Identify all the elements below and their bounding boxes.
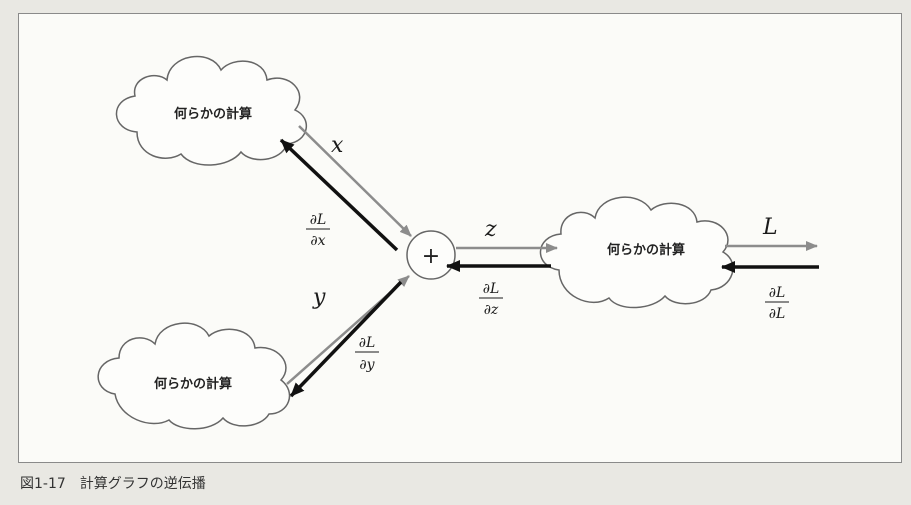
add-node-circle — [406, 230, 456, 280]
figure-caption: 図1-17 計算グラフの逆伝播 — [20, 473, 206, 493]
label-L: L — [762, 215, 778, 240]
cloud-bottom-left-label: 何らかの計算 — [154, 376, 232, 392]
cloud-top-left: 何らかの計算 — [115, 55, 308, 166]
add-node-symbol: + — [422, 244, 440, 269]
forward-arrow-x — [298, 125, 412, 237]
computational-graph-diagram: 何らかの計算 何らかの計算 何らかの計算 + x y z L — [97, 55, 819, 430]
cloud-shape — [539, 196, 734, 309]
cloud-shape — [115, 55, 308, 166]
fraction-numerator: ∂L — [359, 335, 376, 351]
fraction-numerator: ∂L — [483, 281, 500, 297]
backward-arrow-dx — [279, 138, 399, 252]
figure-frame: 何らかの計算 何らかの計算 何らかの計算 + x y z L — [18, 13, 902, 463]
fraction-dL-dy: ∂L ∂y — [355, 335, 379, 373]
fraction-dL-dL: ∂L ∂L — [765, 285, 789, 322]
fraction-denominator: ∂y — [359, 357, 375, 373]
backward-arrow-dy — [289, 280, 403, 398]
cloud-shape — [97, 322, 291, 430]
fraction-dL-dx: ∂L ∂x — [306, 212, 330, 249]
fraction-denominator: ∂x — [310, 233, 325, 249]
cloud-bottom-left: 何らかの計算 — [97, 322, 291, 430]
label-x: x — [331, 133, 344, 158]
fraction-dL-dz: ∂L ∂z — [479, 281, 503, 318]
label-z: z — [484, 217, 497, 242]
fraction-numerator: ∂L — [769, 285, 786, 301]
fraction-denominator: ∂z — [484, 302, 499, 318]
figure-number: 図1-17 — [20, 476, 66, 492]
add-node: + — [406, 230, 456, 280]
cloud-right-label: 何らかの計算 — [607, 242, 685, 258]
fraction-denominator: ∂L — [769, 306, 786, 322]
label-y: y — [312, 285, 326, 310]
figure-title: 計算グラフの逆伝播 — [79, 476, 206, 492]
cloud-top-left-label: 何らかの計算 — [174, 106, 252, 122]
cloud-right: 何らかの計算 — [539, 196, 734, 309]
fraction-numerator: ∂L — [310, 212, 327, 228]
